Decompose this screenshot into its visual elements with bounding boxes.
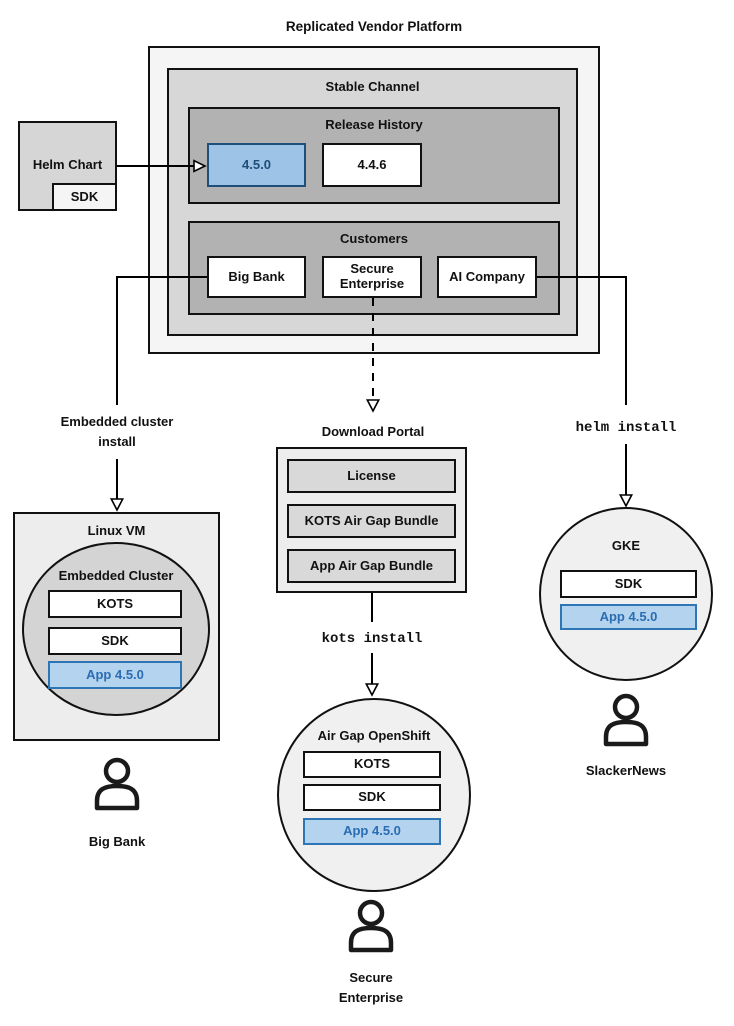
customer-ai-company: AI Company	[437, 256, 537, 298]
openshift-sdk-box: SDK	[303, 784, 441, 811]
linux-vm-app-box: App 4.5.0	[48, 661, 182, 689]
gke-arrowhead	[618, 494, 634, 508]
slackernews-user-label: SlackerNews	[585, 763, 667, 778]
customers-label: Customers	[340, 231, 408, 246]
release-history-label: Release History	[325, 117, 423, 132]
helm-chart-sdk-box: SDK	[52, 183, 117, 211]
secure-enterprise-user-label: Secure Enterprise	[338, 970, 404, 1005]
customer-big-bank: Big Bank	[207, 256, 306, 298]
download-portal-label: Download Portal	[321, 424, 425, 439]
slackernews-user-icon	[598, 692, 654, 761]
secure-enterprise-user-icon	[343, 898, 399, 967]
download-portal-arrowhead	[365, 399, 381, 413]
big-bank-user-icon	[89, 756, 145, 825]
kots-install-label: kots install	[321, 631, 423, 647]
openshift-arrowhead	[364, 683, 380, 697]
download-portal-kots-bundle: KOTS Air Gap Bundle	[287, 504, 456, 538]
embedded-cluster-install-label: Embedded cluster install	[60, 414, 174, 449]
release-4-4-6: 4.4.6	[322, 143, 422, 187]
download-portal-app-bundle: App Air Gap Bundle	[287, 549, 456, 583]
linux-vm-sdk-box: SDK	[48, 627, 182, 655]
diagram-title: Replicated Vendor Platform	[285, 19, 463, 34]
gke-sdk-box: SDK	[560, 570, 697, 598]
helm-chart-label: Helm Chart	[32, 157, 103, 172]
gke-app-box: App 4.5.0	[560, 604, 697, 630]
air-gap-openshift-label: Air Gap OpenShift	[317, 728, 431, 743]
big-bank-user-label: Big Bank	[88, 834, 146, 849]
openshift-app-box: App 4.5.0	[303, 818, 441, 845]
openshift-kots-box: KOTS	[303, 751, 441, 778]
download-portal-license: License	[287, 459, 456, 493]
release-4-5-0: 4.5.0	[207, 143, 306, 187]
linux-vm-label: Linux VM	[87, 523, 146, 538]
gke-label: GKE	[611, 538, 641, 553]
linux-vm-kots-box: KOTS	[48, 590, 182, 618]
embedded-cluster-label: Embedded Cluster	[58, 568, 174, 583]
helm-install-label: helm install	[575, 420, 677, 436]
stable-channel-label: Stable Channel	[325, 79, 420, 94]
linux-vm-arrowhead	[109, 498, 125, 512]
customer-secure-enterprise: Secure Enterprise	[322, 256, 422, 298]
